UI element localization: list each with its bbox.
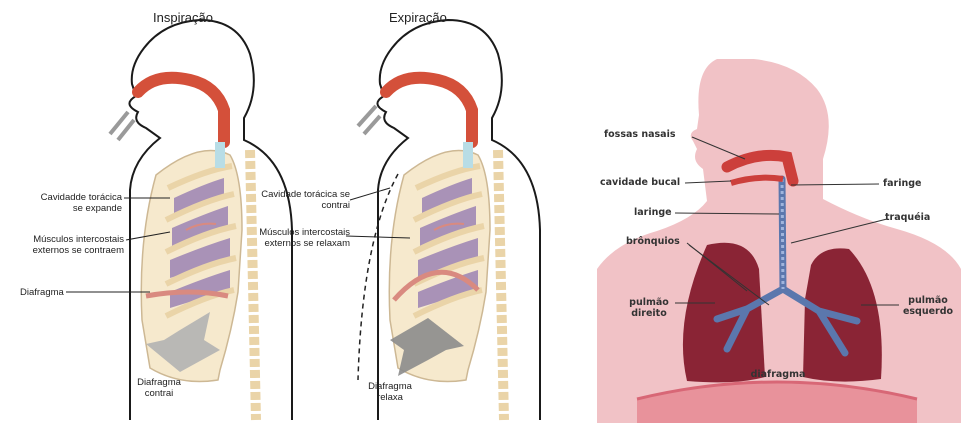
label-diafragma: diafragma	[747, 369, 809, 380]
label-laringe: laringe	[634, 207, 672, 218]
label-cavity-contracts: Cavidade torácica se contrai	[250, 189, 350, 211]
label-traqueia: traquéia	[885, 212, 930, 223]
respiratory-system-figure: fossas nasais cavidade bucal laringe brô…	[597, 59, 961, 423]
label-diaphragm-relaxes: Diafragma relaxa	[360, 381, 420, 403]
label-bronquios: brônquios	[626, 236, 680, 247]
label-diaphragm-contracts: Diafragma contrai	[124, 377, 194, 399]
expiration-illustration	[250, 0, 510, 423]
expiration-figure: Expiração Cavidade torácica se contrai M…	[250, 0, 510, 423]
inspiration-figure: Inspiração Cavidadde torácica se expande…	[0, 0, 260, 423]
label-muscles-contract: Músculos intercostais externos se contra…	[0, 234, 124, 256]
expiration-title: Expiração	[389, 10, 447, 25]
label-diaphragm: Diafragma	[20, 287, 64, 298]
label-cavity-expands: Cavidadde torácica se expande	[0, 192, 122, 214]
label-cavidade-bucal: cavidade bucal	[600, 177, 680, 188]
label-faringe: faringe	[883, 178, 922, 189]
inspiration-title: Inspiração	[153, 10, 213, 25]
label-fossas-nasais: fossas nasais	[604, 129, 676, 140]
label-pulmao-direito: pulmão direito	[623, 297, 675, 319]
label-pulmao-esquerdo: pulmão esquerdo	[897, 295, 959, 317]
label-muscles-relax: Músculos intercostais externos se relaxa…	[250, 227, 350, 249]
